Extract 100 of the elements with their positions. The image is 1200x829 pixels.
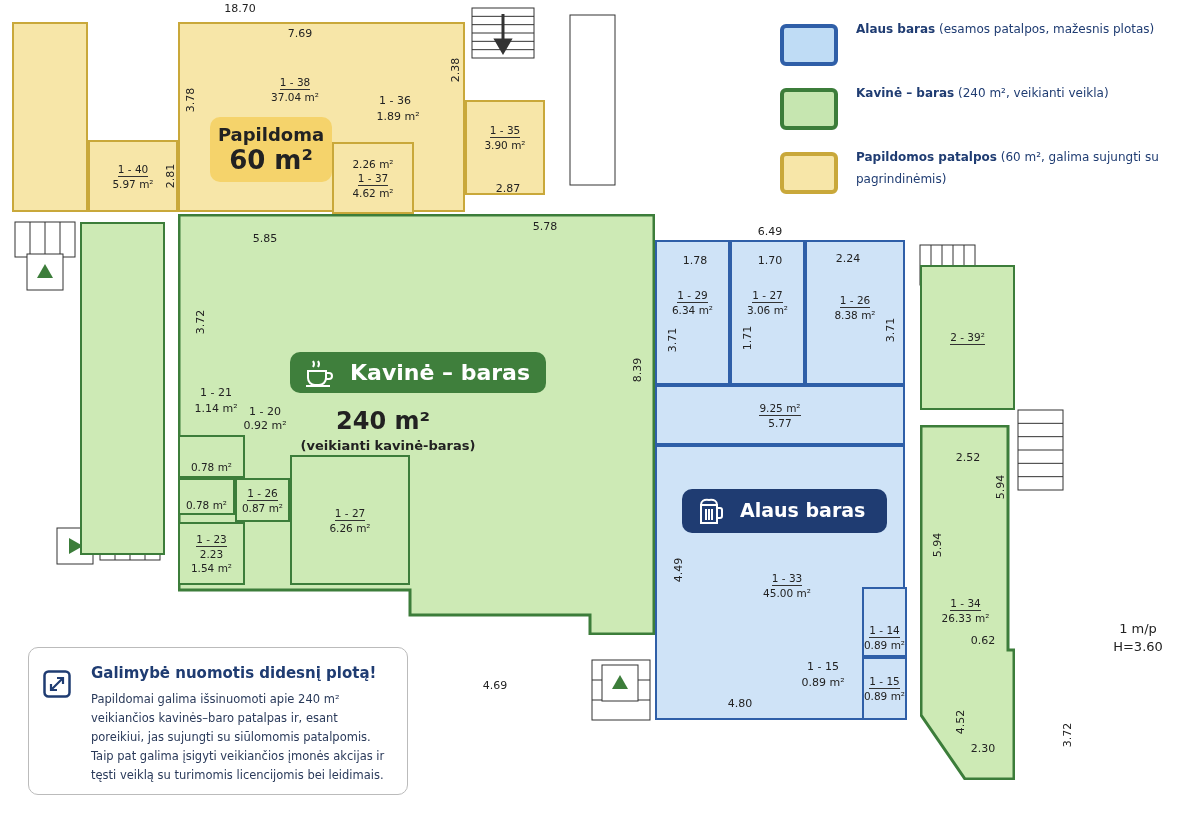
- dimension-text: 4.80: [727, 696, 753, 710]
- room-area: [178, 22, 465, 212]
- room-area: [655, 385, 905, 445]
- room-area: [178, 435, 245, 478]
- dimension-text: 2.38: [448, 57, 462, 83]
- room-area: [465, 100, 545, 195]
- area-value: 2.26 m²: [352, 156, 394, 171]
- dimension-text: 1.71: [740, 325, 754, 351]
- room-area: [332, 142, 414, 214]
- room-area: [655, 445, 905, 720]
- room-number: 1 - 27: [334, 505, 366, 521]
- area-badge: [682, 489, 887, 533]
- dimension-text: H=3.60: [1113, 638, 1163, 654]
- area-value: 0.78 m²: [190, 460, 233, 474]
- dimension-text: 4.69: [482, 678, 508, 692]
- room-number: 1 - 27: [752, 287, 783, 303]
- room-area: [730, 240, 805, 385]
- dimension-text: 1.70: [757, 253, 783, 267]
- area-caption: (veikianti kavinė-baras): [299, 438, 477, 453]
- area-value: 3.90 m²: [484, 137, 526, 152]
- room-area: [290, 455, 410, 585]
- dimension-text: 18.70: [224, 1, 256, 15]
- dimension-text: 5.94: [993, 474, 1007, 500]
- dimension-text: 0.92 m²: [243, 418, 287, 432]
- room-area: [178, 214, 655, 635]
- dimension-text: 5.94: [930, 532, 944, 558]
- room-number: 1 - 26: [247, 485, 278, 501]
- dimension-text: 2.52: [955, 450, 981, 464]
- dimension-text: 2.30: [970, 741, 996, 755]
- room-number: 1 - 34: [950, 595, 981, 611]
- area-value: 1.54 m²: [190, 561, 233, 575]
- room-number: 1 - 14: [869, 622, 900, 638]
- room-number: 2 - 39²: [950, 330, 985, 345]
- legend-text: Alaus baras (esamos patalpos, mažesnis plotas): [856, 21, 1156, 38]
- room-area: [88, 140, 178, 212]
- room-area: [655, 240, 730, 385]
- dimension-text: 3.71: [665, 327, 679, 353]
- room-number: 1 - 15: [869, 674, 900, 689]
- dimension-text: 5.85: [252, 231, 278, 245]
- dimension-text: 3.71: [883, 317, 897, 343]
- area-value: 26.33 m²: [941, 610, 990, 625]
- dimension-text: 3.72: [1060, 722, 1074, 748]
- room-number: 1 - 37: [357, 170, 389, 186]
- dimension-text: 0.62: [970, 633, 996, 647]
- info-card: [28, 647, 408, 795]
- area-value: 0.78 m²: [185, 498, 228, 512]
- room-area: [178, 522, 245, 585]
- room-area: [80, 222, 165, 555]
- room-area: [12, 22, 88, 212]
- room-area: [805, 240, 905, 385]
- area-title: Alaus baras: [740, 499, 866, 521]
- legend-text: Papildomos patalpos (60 m², galima sujungti su pagrindinėmis): [856, 149, 1160, 188]
- dimension-text: 7.69: [287, 26, 313, 40]
- room-area: [920, 265, 1015, 410]
- area-value: 4.62 m²: [352, 185, 394, 200]
- dimension-text: 4.49: [671, 557, 685, 583]
- area-value: 3.06 m²: [746, 302, 789, 317]
- room-area: [178, 478, 235, 515]
- area-badge: Kavinė – baras: [290, 352, 547, 393]
- area-value: 240 m²: [335, 407, 431, 435]
- dimension-text: 1 - 15: [807, 659, 839, 673]
- area-value: 45.00 m²: [763, 585, 811, 600]
- dimension-text: 0.89 m²: [801, 675, 845, 689]
- room-number: 1 - 23: [196, 532, 227, 547]
- dimension-text: 4.52: [953, 709, 967, 735]
- room-number: 1 - 33: [771, 570, 803, 586]
- card-heading: Galimybė nuomotis didesnį plotą!: [91, 664, 377, 682]
- room-area: [235, 478, 290, 522]
- legend-text: Kavinė – baras (240 m², veikianti veikla): [856, 85, 1110, 102]
- room-number: 1 - 38: [279, 74, 311, 90]
- room-number: 1 - 35: [489, 122, 521, 138]
- area-title: Papildoma: [217, 124, 325, 145]
- room-number: 1 - 40: [117, 161, 149, 177]
- room-number: 9.25 m²: [759, 400, 801, 416]
- card-text: Papildomai galima išsinuomoti apie 240 m² veikiančios kavinės–baro patalpas ir, esant poreikiui, jas sujungti su siūlomomis patalpomis. Taip pat galima įsigyti veikiančios įmonės akcijas ir tęsti veiklą su turimomis licencijomis bei leidimais.: [91, 691, 386, 784]
- area-value: 5.77: [768, 415, 792, 430]
- dimension-text: 2.81: [163, 163, 177, 189]
- area-value: 8.38 m²: [834, 307, 876, 322]
- room-area: [920, 425, 1015, 780]
- area-value: 60 m²: [229, 145, 313, 175]
- area-value: 0.89 m²: [863, 689, 906, 703]
- room-area: [862, 657, 907, 720]
- area-value: 6.26 m²: [329, 520, 371, 535]
- area-value: 0.89 m²: [863, 637, 906, 652]
- dimension-text: 1 - 21: [200, 385, 232, 399]
- dimension-text: 8.39: [630, 357, 644, 383]
- dimension-text: 1 - 36: [379, 93, 411, 107]
- dimension-text: 1.14 m²: [194, 401, 238, 415]
- dimension-text: 6.49: [757, 224, 783, 238]
- dimension-text: 2.24: [835, 251, 861, 265]
- room-number: 1 - 29: [677, 287, 708, 303]
- dimension-text: 3.72: [193, 309, 207, 335]
- area-value: 37.04 m²: [271, 89, 319, 104]
- dimension-text: 3.78: [183, 87, 197, 113]
- area-value: 5.97 m²: [112, 176, 154, 191]
- area-value: 2.23: [199, 547, 224, 561]
- room-number: 1 - 26: [839, 292, 871, 308]
- dimension-text: 1.89 m²: [376, 109, 420, 123]
- dimension-text: 5.78: [532, 219, 558, 233]
- dimension-text: 1.78: [682, 253, 708, 267]
